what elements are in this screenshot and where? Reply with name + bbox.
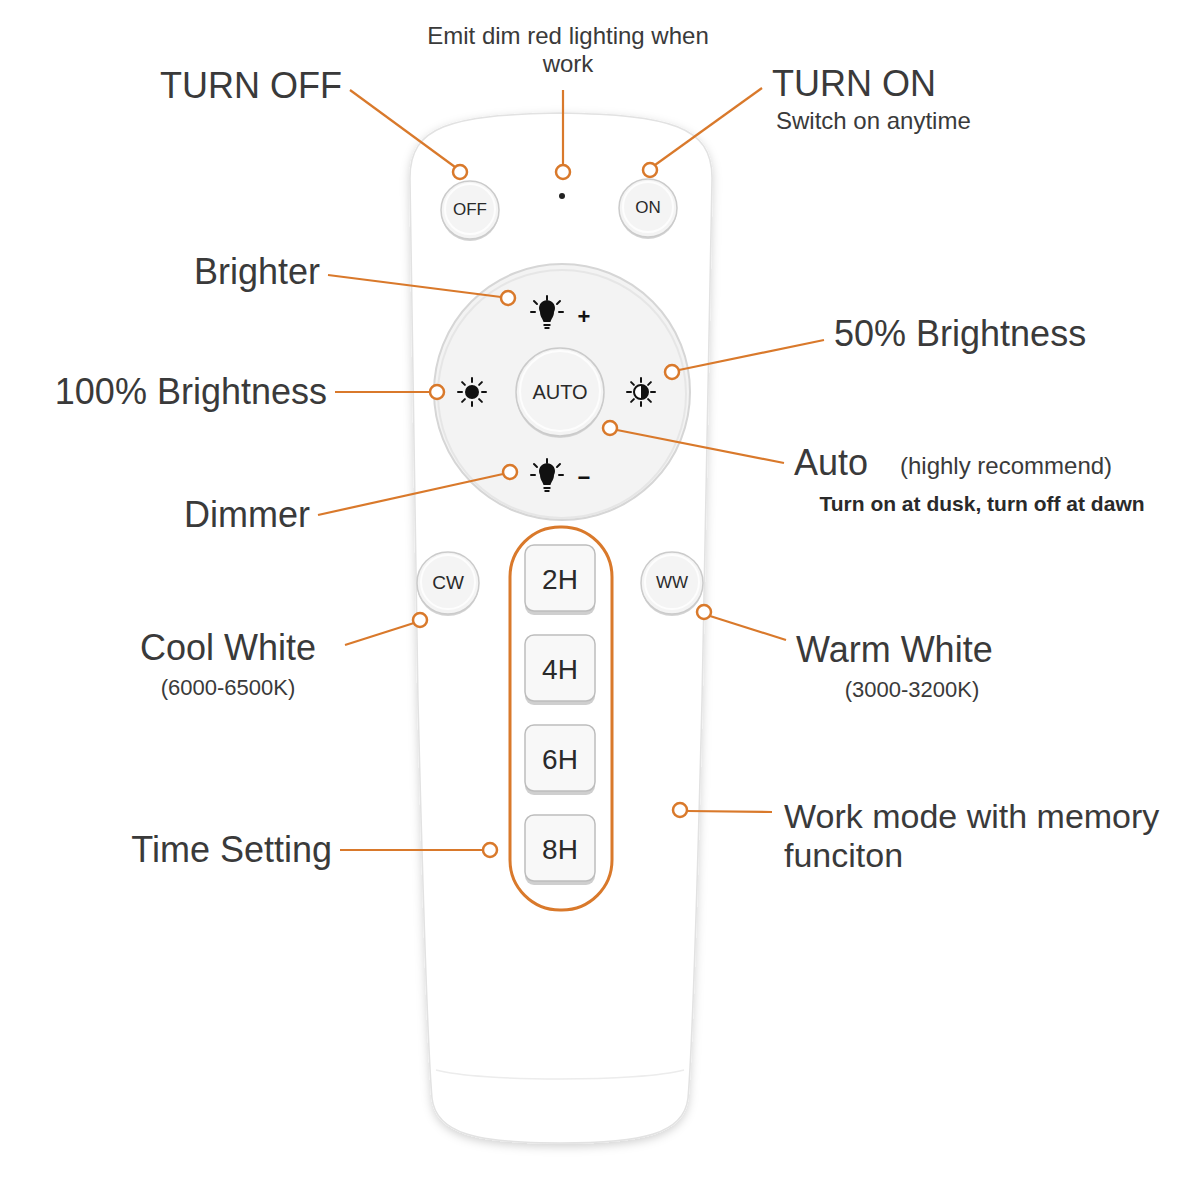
callout-title: TURN OFF bbox=[160, 65, 342, 106]
time-group-outline bbox=[510, 527, 612, 910]
leader-dots bbox=[413, 163, 711, 857]
cool-white-button: CW bbox=[415, 550, 481, 616]
callout-note: (3000-3200K) bbox=[845, 677, 980, 702]
callout-note: Switch on anytime bbox=[776, 107, 971, 135]
brighter-icon bbox=[531, 296, 563, 328]
timer-button: 2H bbox=[523, 544, 597, 616]
callout-note: Turn on at dusk, turn off at dawn bbox=[819, 492, 1144, 516]
icon-sign: + bbox=[578, 304, 591, 329]
button-label: CW bbox=[415, 550, 481, 616]
dimmer-icon bbox=[531, 459, 563, 491]
remote-body bbox=[410, 113, 712, 1143]
auto-button: AUTO bbox=[514, 346, 606, 438]
callout-title: TURN ON bbox=[772, 63, 936, 104]
callout-note: (6000-6500K) bbox=[161, 675, 296, 700]
icon-sign: − bbox=[578, 465, 591, 490]
callout-title: Work mode with memory funciton bbox=[784, 797, 1184, 875]
half-brightness-icon bbox=[627, 378, 655, 406]
callout-note: (highly recommend) bbox=[900, 452, 1112, 480]
ir-led bbox=[559, 193, 565, 199]
button-label: 2H bbox=[523, 544, 597, 616]
callout-title: Brighter bbox=[194, 251, 320, 292]
body-seam bbox=[436, 1070, 684, 1079]
full-brightness-icon bbox=[458, 378, 486, 406]
callout-note: Emit dim red lighting when work bbox=[423, 22, 713, 77]
off-button: OFF bbox=[439, 179, 501, 241]
button-label: 6H bbox=[523, 724, 597, 796]
button-label: ON bbox=[617, 177, 679, 239]
callout-title: 100% Brightness bbox=[55, 371, 327, 412]
callout-title: Warm White bbox=[796, 629, 993, 670]
timer-button: 4H bbox=[523, 634, 597, 706]
leader-lines bbox=[318, 88, 824, 850]
timer-button: 6H bbox=[523, 724, 597, 796]
button-label: 8H bbox=[523, 814, 597, 886]
timer-button: 8H bbox=[523, 814, 597, 886]
button-label: 4H bbox=[523, 634, 597, 706]
button-label: WW bbox=[639, 550, 705, 616]
callout-title: Time Setting bbox=[131, 829, 332, 870]
warm-white-button: WW bbox=[639, 550, 705, 616]
callout-title: 50% Brightness bbox=[834, 313, 1086, 354]
callout-title: Dimmer bbox=[184, 494, 310, 535]
callout-title: Cool White bbox=[140, 627, 316, 668]
callout-title: Auto bbox=[794, 442, 868, 483]
button-label: AUTO bbox=[514, 346, 606, 438]
button-label: OFF bbox=[439, 179, 501, 241]
on-button: ON bbox=[617, 177, 679, 239]
